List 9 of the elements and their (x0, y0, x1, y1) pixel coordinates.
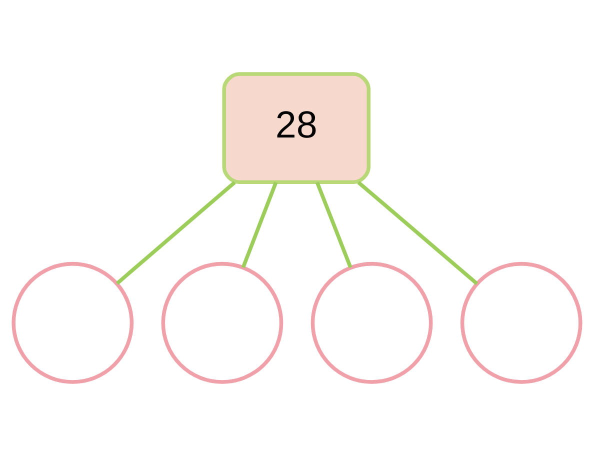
connector (315, 182, 352, 268)
node-circle (161, 262, 284, 384)
connector (116, 180, 236, 285)
node-box: 28 (222, 72, 371, 184)
node-circle (12, 262, 134, 384)
node-circle (460, 262, 582, 384)
node-circle (310, 262, 433, 384)
connector (357, 180, 478, 286)
connector (241, 182, 278, 268)
